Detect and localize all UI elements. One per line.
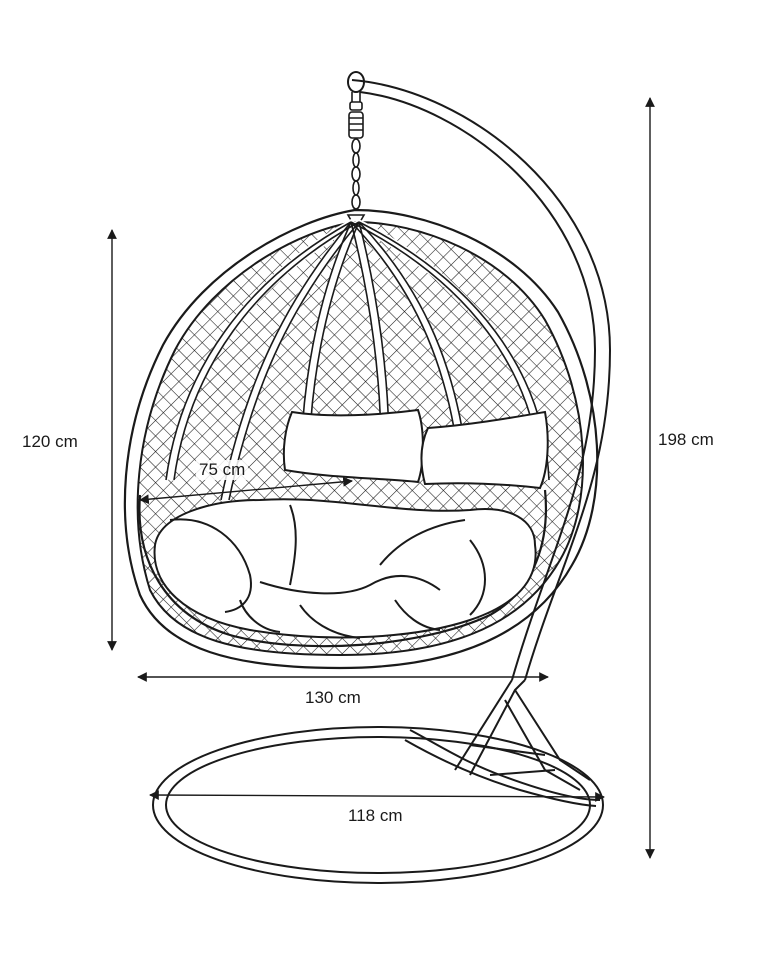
stand-lower-pole-inner <box>454 679 513 771</box>
base-brace <box>469 744 546 756</box>
cushion-tuft-4 <box>469 539 486 616</box>
base-brace-2 <box>489 769 556 776</box>
cushion-tuft-6 <box>239 599 281 633</box>
cushion-tuft-5 <box>259 574 441 595</box>
cushion-tuft <box>169 518 252 613</box>
base-leg-left-inner <box>404 739 597 807</box>
arrow-base-diameter <box>149 790 605 802</box>
egg-rim-outer <box>123 208 599 670</box>
cushion-tuft-8 <box>394 599 441 631</box>
base-ring-outer <box>152 726 604 884</box>
stand-pole-outer <box>351 79 612 681</box>
base-leg-right <box>514 689 591 781</box>
seat-width-label: 75 cm <box>196 460 249 480</box>
egg-width-label: 130 cm <box>305 688 361 707</box>
arrow-seat-width <box>139 476 353 505</box>
pillow-left <box>282 408 424 484</box>
cushion-tuft-2 <box>289 504 297 586</box>
pillow-right <box>420 410 549 490</box>
egg-rim-inner <box>136 220 584 657</box>
cushion-outline <box>153 498 537 639</box>
egg-height-label: 120 cm <box>22 432 78 451</box>
total-height-label: 198 cm <box>658 430 714 449</box>
dimension-arrows <box>107 97 655 859</box>
hanging-chain <box>346 92 366 223</box>
pole-top-cap <box>347 71 365 93</box>
seat-cushion <box>153 498 537 639</box>
cushion-tuft-7 <box>299 604 361 639</box>
cushion-tuft-3 <box>379 519 466 566</box>
base-diameter-label: 118 cm <box>348 806 403 825</box>
pillows <box>282 408 549 490</box>
base-ring-inner <box>165 736 591 874</box>
